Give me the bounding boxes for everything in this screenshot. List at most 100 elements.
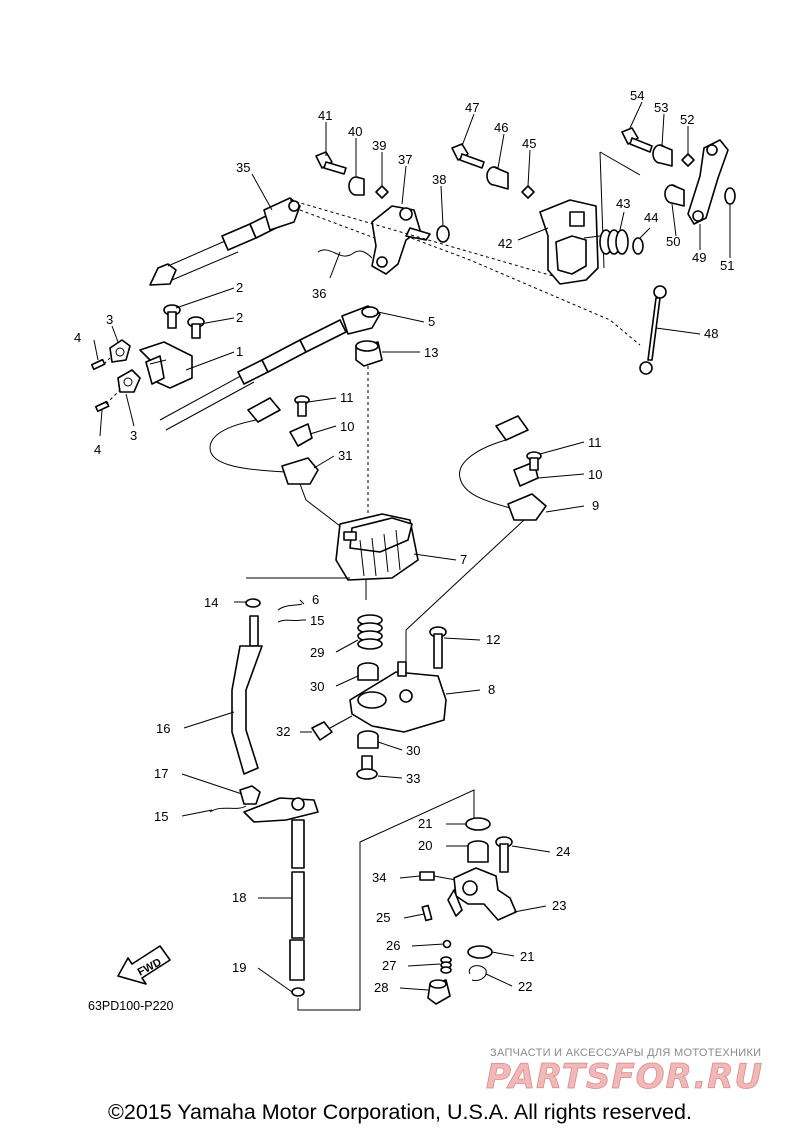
callout-40: 40 [348,124,362,139]
bolt-54 [621,127,653,153]
callout-43: 43 [616,196,630,211]
callout-47: 47 [465,100,479,115]
callout-6: 6 [312,592,319,607]
callout-4b: 4 [94,442,101,457]
oring-19 [291,987,305,997]
callout-32: 32 [276,724,290,739]
lever-37 [371,205,431,275]
callout-24: 24 [556,844,570,859]
clip-6 [277,603,303,611]
callout-21b: 21 [520,949,534,964]
clip-36 [317,249,373,259]
plug-28 [427,979,451,1005]
callout-35: 35 [236,160,250,175]
clip-3a [109,339,131,363]
bush-20 [467,840,489,863]
callout-18: 18 [232,890,246,905]
callout-5: 5 [428,314,435,329]
washer-14 [245,598,261,608]
collar-40 [348,176,365,196]
bolt-12 [429,626,447,669]
callout-36: 36 [312,286,326,301]
callout-10a: 10 [340,419,354,434]
callout-51: 51 [720,258,734,273]
lever-23 [447,867,517,921]
callout-48: 48 [704,326,718,341]
sensor-31 [209,397,341,527]
clip-15a [277,619,303,623]
pin-4b [94,400,110,413]
nut-17 [239,785,261,805]
collar-46 [486,166,509,190]
washer-39 [375,185,389,199]
screw-34 [419,871,457,881]
screw-2b [187,316,205,339]
bush-13 [355,340,383,367]
housing-7 [335,513,419,581]
spring-27 [440,956,452,974]
shaft-18 [289,819,305,981]
callout-labels: 35 41 40 39 37 38 36 47 46 45 42 43 44 5… [74,88,734,995]
callout-41: 41 [318,108,332,123]
cable-bracket-1 [139,341,193,389]
callout-10b: 10 [588,467,602,482]
spring-29 [357,614,383,650]
fitting-32 [311,715,353,741]
callout-42: 42 [498,236,512,251]
callout-14: 14 [204,595,218,610]
callout-49: 49 [692,250,706,265]
arm-16 [231,615,263,775]
rod-48 [639,285,667,375]
fwd-arrow-icon: FWD [117,945,171,985]
pin-4a [90,358,106,371]
callout-15b: 15 [154,809,168,824]
washer-38 [436,225,450,243]
block-8 [349,661,447,733]
collar-50 [664,184,685,207]
sensor-9 [459,415,547,521]
callout-37: 37 [398,152,412,167]
screw-11a [294,395,310,417]
callout-28: 28 [374,980,388,995]
collar-53 [652,144,673,167]
callout-1: 1 [236,344,243,359]
oring-21a [465,817,491,831]
callout-44: 44 [644,210,658,225]
callout-19: 19 [232,960,246,975]
callout-11b: 11 [588,435,602,450]
callout-22: 22 [518,979,532,994]
callout-50: 50 [666,234,680,249]
callout-11a: 11 [340,390,354,405]
bolt-41 [315,151,347,175]
callout-30a: 30 [310,679,324,694]
callout-21a: 21 [418,816,432,831]
bolt-24 [495,836,513,873]
circlip-22 [468,965,487,981]
throttle-cable-5 [159,305,381,431]
callout-52: 52 [680,112,694,127]
callout-30b: 30 [406,743,420,758]
watermark: ЗАПЧАСТИ И АКСЕССУАРЫ ДЛЯ МОТОТЕХНИКИ PA… [486,1047,763,1097]
bracket-42 [539,151,641,285]
drawing-code: 63PD100-P220 [88,999,174,1013]
screw-2a [163,304,181,329]
callout-45: 45 [522,136,536,151]
callout-27: 27 [382,958,396,973]
callout-23: 23 [552,898,566,913]
washer-45 [521,185,535,199]
callout-7: 7 [460,552,467,567]
callout-15a: 15 [310,613,324,628]
washer-44 [632,237,644,255]
bolt-47 [451,143,485,169]
callout-4a: 4 [74,330,81,345]
watermark-brand: PARTSFOR.RU [486,1057,763,1097]
callout-34: 34 [372,870,386,885]
callout-38: 38 [432,172,446,187]
spring-43 [583,229,629,255]
washer-51 [724,187,736,205]
callout-54: 54 [630,88,644,103]
oring-21b [467,945,493,959]
callout-17: 17 [154,766,168,781]
callout-29: 29 [310,645,324,660]
